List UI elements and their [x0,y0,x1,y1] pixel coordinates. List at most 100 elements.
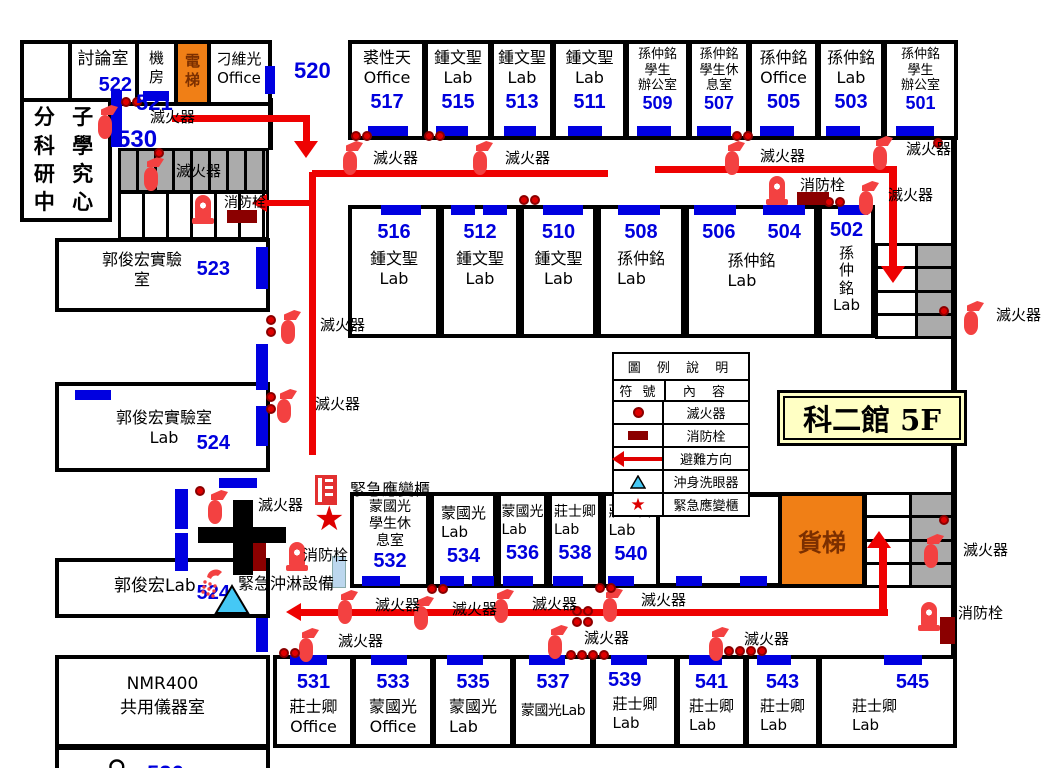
extinguisher-label: 滅火器 [505,149,551,167]
hydrant-label: 消防栓 [224,195,266,211]
room-539: 539 莊士卿 Lab [592,655,678,748]
hydrant-rect-icon [628,431,648,440]
stairs-right-middle [875,243,957,339]
room-526-toilet: ♀ 526 [55,746,270,768]
room-535: 535 蒙國光 Lab [432,655,514,748]
room-515: 鍾文聖 Lab 515 [424,40,492,140]
room-522-label: 討論室 [77,49,129,69]
room-538: 莊士卿 Lab 538 [548,492,602,588]
eyewash-triangle-icon [630,474,646,489]
hydrant-cabinet-icon [940,617,955,644]
freight-elevator: 貨梯 [778,492,866,588]
room-506-number: 506 [702,221,736,243]
extinguisher-label: 滅火器 [338,632,384,650]
hydrant-cabinet-icon [253,543,266,571]
room-jifang-top-label: 機 房 [148,49,164,86]
extinguisher-icon [470,141,494,175]
room-532: 蒙國光 學生休 息室 532 [350,492,430,588]
extinguisher-label: 滅火器 [641,591,687,609]
hydrant-cabinet-icon [797,192,829,205]
legend-title: 圖 例 說 明 [614,354,748,381]
extinguisher-label: 滅火器 [176,162,222,180]
legend-col-content: 內 容 [682,385,732,400]
legend-row-cabinet: ★ 緊急應變櫃 [614,494,748,515]
room-diau-label: 刁維光 Office [216,50,262,87]
room-516: 516 鍾文聖 Lab [348,205,440,338]
legend-col-symbol: 符 號 [614,381,666,400]
fire-dot-icon [632,407,644,418]
extinguisher-icon [870,136,894,170]
extinguisher-icon [95,105,119,139]
extinguisher-icon [921,534,945,568]
extinguisher-icon [205,490,229,524]
extinguisher-label: 滅火器 [320,316,366,334]
extinguisher-label: 滅火器 [888,186,934,204]
room-nmr: NMR400 共用儀器室 [55,655,270,748]
room-536: 蒙國光 Lab 536 [497,492,548,588]
room-545: 545 莊士卿 Lab [818,655,957,748]
extinguisher-label: 滅火器 [315,395,361,413]
room-502: 502 孫 仲 銘 Lab [818,205,875,338]
room-531: 531 莊士卿 Office [273,655,354,748]
extinguisher-icon [545,625,569,659]
extinguisher-label: 滅火器 [258,496,304,514]
extinguisher-icon [491,589,515,623]
hydrant-label: 消防栓 [958,604,1004,622]
extinguisher-label: 滅火器 [963,541,1009,559]
evacuation-arrow-icon [612,450,662,467]
emergency-cabinet-label: 緊急應變櫃 [350,480,431,499]
extinguisher-label: 滅火器 [452,600,498,618]
room-513: 鍾文聖 Lab 513 [490,40,554,140]
elevator-cell [178,44,207,102]
extinguisher-label: 滅火器 [584,629,630,647]
room-501: 孫仲銘 學生 辦公室 501 [883,40,958,140]
legend-row-extinguisher: 滅火器 [614,402,748,425]
room-507: 孫仲銘 學生休 息室 507 [688,40,750,140]
extinguisher-icon [335,590,359,624]
corridor-number-530: 530 [117,126,158,153]
extinguisher-label: 滅火器 [373,149,419,167]
extinguisher-label: 滅火器 [906,140,952,158]
extinguisher-icon [411,596,435,630]
female-icon: ♀ [107,757,127,768]
room-541: 541 莊士卿 Lab [676,655,747,748]
hydrant-cabinet-icon [227,210,257,223]
room-543: 543 莊士卿 Lab [745,655,820,748]
legend-row-evacuation: 避難方向 [612,448,748,471]
emergency-shower-label: 緊急沖淋設備 [238,574,335,593]
room-523: 郭俊宏實驗 室 523 [55,238,270,312]
hydrant-icon [286,540,308,571]
extinguisher-icon [274,389,298,423]
star-icon: ★ [630,494,646,515]
room-533: 533 蒙國光 Office [352,655,434,748]
emergency-cabinet-icon [315,475,337,505]
eyewash-triangle-icon [214,584,250,619]
extinguisher-label: 滅火器 [760,147,806,165]
room-511: 鍾文聖 Lab 511 [552,40,627,140]
extinguisher-label: 滅火器 [375,596,421,614]
room-537: 537 蒙國光Lab [512,655,594,748]
extinguisher-icon [706,627,730,661]
extinguisher-label: 滅火器 [744,630,790,648]
extinguisher-icon [722,141,746,175]
elevator-label: 電 梯 [184,52,200,89]
hydrant-panel [332,556,346,588]
legend-row-eyewash: 沖身洗眼器 [614,471,748,494]
shower-icon [200,566,228,602]
extinguisher-icon [296,628,320,662]
room-534: 蒙國光 Lab 534 [430,492,497,588]
extinguisher-icon [141,157,165,191]
hydrant-label: 消防栓 [303,546,349,564]
extinguisher-icon [600,588,624,622]
top-left-block: 討論室 522 機 房 電 梯 刁維光 Office [20,40,272,106]
room-506-504: 506 504 孫仲銘 Lab [685,205,818,338]
room-512: 512 鍾文聖 Lab [440,205,520,338]
extinguisher-label: 滅火器 [996,306,1042,324]
corridor-number-520: 520 [294,58,331,83]
room-504-number: 504 [767,221,801,243]
hydrant-icon [192,193,214,224]
hydrant-label: 消防栓 [800,176,846,194]
extinguisher-label: 滅火器 [150,108,196,126]
room-505: 孫仲銘 Office 505 [748,40,819,140]
